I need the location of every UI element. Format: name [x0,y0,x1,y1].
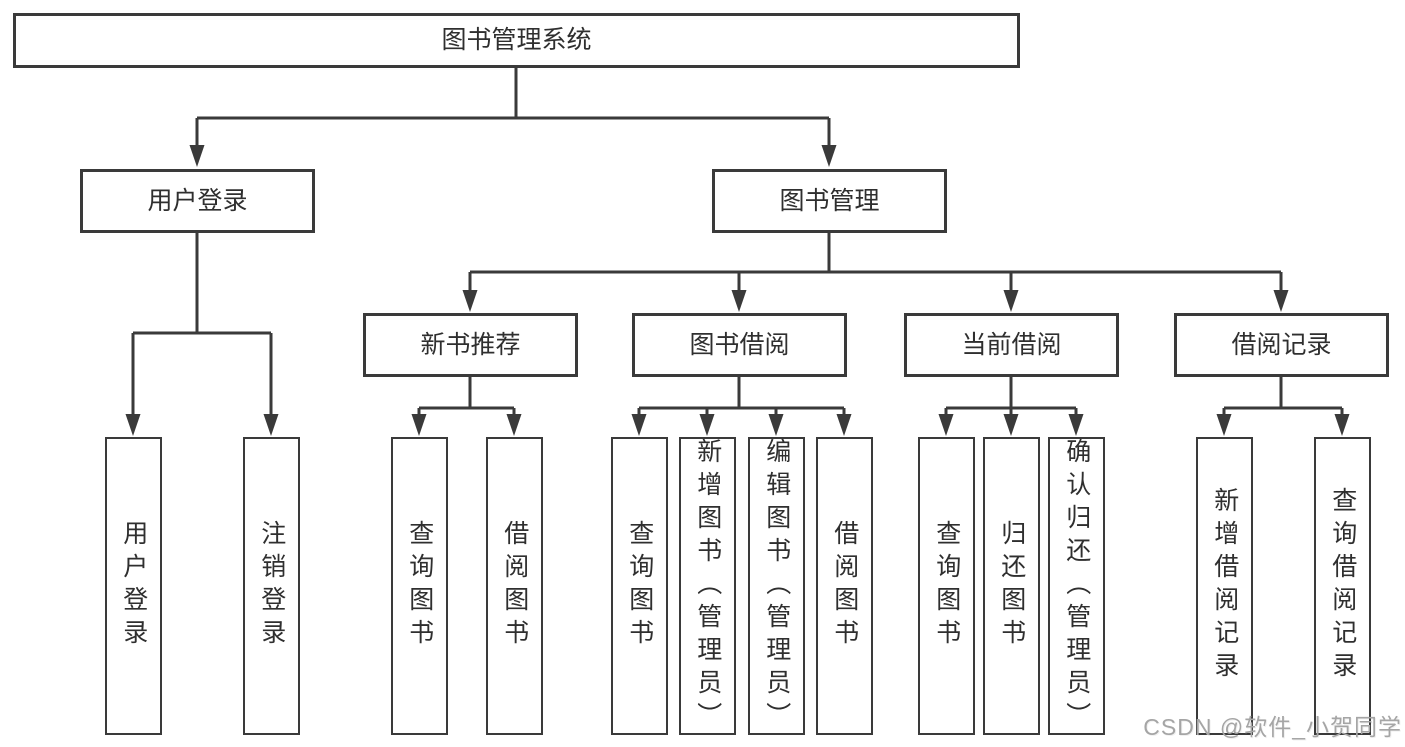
arrow-down-icon [699,414,715,436]
node-label: 查询图书 [932,520,961,652]
arrow-down-icon [462,290,478,312]
leaf-return-books: 归还图书 [982,437,1040,735]
csdn-watermark: CSDN @软件_小贺同学 [1143,714,1402,740]
arrow-down-icon [263,414,279,436]
node-label: 确认归还（管理员） [1062,437,1091,735]
node-new-book-recommend: 新书推荐 [363,313,578,377]
arrow-down-icon [1068,414,1084,436]
leaf-query-books-recommend: 查询图书 [390,437,448,735]
leaf-add-borrow-record: 新增借阅记录 [1195,437,1253,735]
node-label: 图书借阅 [689,330,790,359]
arrow-down-icon [938,414,954,436]
node-label: 用户登录 [147,186,248,215]
arrow-down-icon [411,414,427,436]
node-label: 新书推荐 [420,330,521,359]
node-book-management: 图书管理 [712,169,947,233]
node-label: 借阅记录 [1231,330,1332,359]
node-label: 查询图书 [405,520,434,652]
arrow-down-icon [731,290,747,312]
arrow-down-icons [125,145,1350,436]
node-label: 新增借阅记录 [1210,487,1239,685]
node-label: 当前借阅 [961,330,1062,359]
node-label: 借阅图书 [500,520,529,652]
node-label: 注销登录 [257,520,286,652]
node-label: 查询图书 [625,520,654,652]
node-borrow-records: 借阅记录 [1174,313,1389,377]
node-book-borrowing: 图书借阅 [632,313,847,377]
arrow-down-icon [1003,290,1019,312]
leaf-edit-books-admin: 编辑图书（管理员） [747,437,805,735]
node-label: 归还图书 [997,520,1026,652]
connector-lines [131,67,1344,418]
node-label: 图书管理系统 [441,26,592,54]
node-label: 借阅图书 [830,520,859,652]
node-user-login: 用户登录 [80,169,315,233]
arrow-down-icon [1216,414,1232,436]
leaf-query-borrow-record: 查询借阅记录 [1313,437,1371,735]
arrow-down-icon [1334,414,1350,436]
arrow-down-icon [836,414,852,436]
leaf-query-books-current: 查询图书 [917,437,975,735]
arrow-down-icon [1003,414,1019,436]
node-library-system: 图书管理系统 [13,13,1020,68]
arrow-down-icon [821,145,837,167]
node-label: 新增图书（管理员） [693,437,722,735]
node-label: 用户登录 [119,520,148,652]
arrow-down-icon [768,414,784,436]
node-current-borrowing: 当前借阅 [904,313,1119,377]
leaf-confirm-return-admin: 确认归还（管理员） [1047,437,1105,735]
arrow-down-icon [506,414,522,436]
leaf-user-login: 用户登录 [104,437,162,735]
leaf-query-books-borrow: 查询图书 [610,437,668,735]
node-label: 查询借阅记录 [1328,487,1357,685]
leaf-borrow-books-recommend: 借阅图书 [485,437,543,735]
leaf-borrow-books: 借阅图书 [815,437,873,735]
leaf-add-books-admin: 新增图书（管理员） [678,437,736,735]
node-label: 编辑图书（管理员） [762,437,791,735]
leaf-logout: 注销登录 [242,437,300,735]
node-label: 图书管理 [779,186,880,215]
arrow-down-icon [631,414,647,436]
arrow-down-icon [1273,290,1289,312]
arrow-down-icon [189,145,205,167]
arrow-down-icon [125,414,141,436]
